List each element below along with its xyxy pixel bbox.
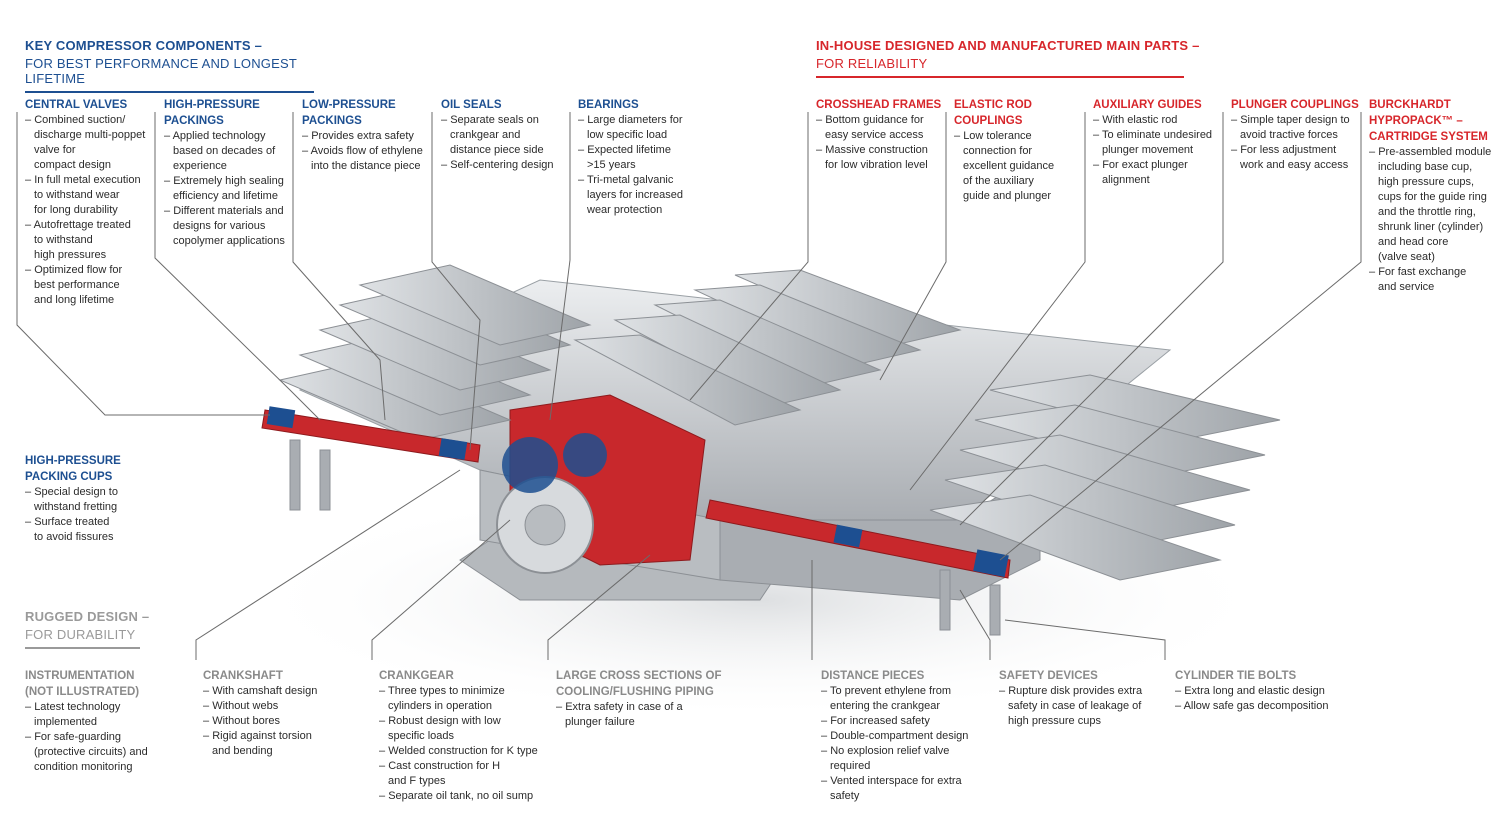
list-item: Without webs [203,699,368,714]
hp-packings-title: HIGH-PRESSURE PACKINGS [164,99,260,127]
list-item: With camshaft design [203,684,368,699]
aux-guides-title: AUXILIARY GUIDES [1093,99,1202,111]
distance-pieces-block: DISTANCE PIECES To prevent ethylene from… [821,668,991,804]
list-item: Welded construction for K type [379,744,549,759]
instrumentation-title: INSTRUMENTATION (NOT ILLUSTRATED) [25,670,140,698]
elastic-rod-block: ELASTIC ROD COUPLINGS Low tolerance conn… [954,97,1079,204]
list-item: Massive construction for low vibration l… [816,143,946,173]
list-item: Latest technology implemented [25,700,190,730]
tie-bolts-title: CYLINDER TIE BOLTS [1175,670,1297,682]
elastic-rod-title: ELASTIC ROD COUPLINGS [954,99,1032,127]
cross-sections-block: LARGE CROSS SECTIONS OF COOLING/FLUSHING… [556,668,731,730]
inhouse-title: IN-HOUSE DESIGNED AND MANUFACTURED MAIN … [816,38,1200,53]
hypropack-title: BURCKHARDT HYPROPACK™ – CARTRIDGE SYSTEM [1369,99,1488,143]
list-item: No explosion relief valve required [821,744,991,774]
list-item: For fast exchange and service [1369,265,1497,295]
list-item: For less adjustment work and easy access [1231,143,1361,173]
list-item: Allow safe gas decomposition [1175,699,1355,714]
list-item: Separate seals on crankgear and distance… [441,113,569,158]
list-item: Autofrettage treated to withstand high p… [25,218,153,263]
lp-packings-title: LOW-PRESSURE PACKINGS [302,99,396,127]
hypropack-block: BURCKHARDT HYPROPACK™ – CARTRIDGE SYSTEM… [1369,97,1497,295]
list-item: With elastic rod [1093,113,1223,128]
list-item: Applied technology based on decades of e… [164,129,294,174]
list-item: Double-compartment design [821,729,991,744]
central-valves-title: CENTRAL VALVES [25,99,128,111]
list-item: Three types to minimize cylinders in ope… [379,684,549,714]
list-item: In full metal execution to withstand wea… [25,173,153,218]
list-item: Provides extra safety [302,129,432,144]
list-item: Simple taper design to avoid tractive fo… [1231,113,1361,143]
list-item: Vented interspace for extra safety [821,774,991,804]
list-item: Extra safety in case of a plunger failur… [556,700,731,730]
list-item: Low tolerance connection for excellent g… [954,129,1079,204]
key-components-title: KEY COMPRESSOR COMPONENTS – [25,38,263,53]
instrumentation-block: INSTRUMENTATION (NOT ILLUSTRATED) Latest… [25,668,190,775]
list-item: For safe-guarding (protective circuits) … [25,730,190,775]
crankgear-block: CRANKGEAR Three types to minimize cylind… [379,668,549,804]
list-item: Extremely high sealing efficiency and li… [164,174,294,204]
list-item: Pre-assembled module including base cup,… [1369,145,1497,265]
hp-cups-block: HIGH-PRESSURE PACKING CUPS Special desig… [25,453,155,545]
key-components-header: KEY COMPRESSOR COMPONENTS – FOR BEST PER… [25,38,314,93]
safety-devices-block: SAFETY DEVICES Rupture disk provides ext… [999,668,1169,729]
list-item: To eliminate undesired plunger movement [1093,128,1223,158]
crosshead-housings [573,269,962,426]
lp-packings-block: LOW-PRESSURE PACKINGS Provides extra saf… [302,97,432,174]
hp-packings-block: HIGH-PRESSURE PACKINGS Applied technolog… [164,97,294,249]
list-item: Rupture disk provides extra safety in ca… [999,684,1169,729]
inhouse-subtitle: FOR RELIABILITY [816,56,1184,78]
left-plunger [261,409,481,463]
distance-pieces-title: DISTANCE PIECES [821,670,925,682]
hp-cups-title: HIGH-PRESSURE PACKING CUPS [25,455,121,483]
safety-devices-title: SAFETY DEVICES [999,670,1098,682]
cross-sections-title: LARGE CROSS SECTIONS OF COOLING/FLUSHING… [556,670,722,698]
list-item: Combined suction/ discharge multi-poppet… [25,113,153,173]
list-item: For increased safety [821,714,991,729]
list-item: Tri-metal galvanic layers for increased … [578,173,706,218]
rugged-header: RUGGED DESIGN – FOR DURABILITY [25,609,149,649]
list-item: Bottom guidance for easy service access [816,113,946,143]
crankshaft-title: CRANKSHAFT [203,670,283,682]
list-item: Cast construction for H and F types [379,759,549,789]
key-components-subtitle: FOR BEST PERFORMANCE AND LONGEST LIFETIM… [25,56,314,93]
list-item: Large diameters for low specific load [578,113,706,143]
list-item: Robust design with low specific loads [379,714,549,744]
list-item: Without bores [203,714,368,729]
tie-bolts-block: CYLINDER TIE BOLTS Extra long and elasti… [1175,668,1355,714]
crosshead-frames-block: CROSSHEAD FRAMES Bottom guidance for eas… [816,97,946,173]
bearings-title: BEARINGS [578,99,639,111]
plunger-couplings-title: PLUNGER COUPLINGS [1231,99,1359,111]
list-item: Expected lifetime >15 years [578,143,706,173]
list-item: Surface treated to avoid fissures [25,515,155,545]
plunger-couplings-block: PLUNGER COUPLINGS Simple taper design to… [1231,97,1361,173]
rugged-subtitle: FOR DURABILITY [25,627,140,649]
list-item: For exact plunger alignment [1093,158,1223,188]
list-item: To prevent ethylene from entering the cr… [821,684,991,714]
list-item: Special design to withstand fretting [25,485,155,515]
list-item: Extra long and elastic design [1175,684,1355,699]
rugged-title: RUGGED DESIGN – [25,609,150,624]
right-cylinders [929,374,1281,581]
inhouse-header: IN-HOUSE DESIGNED AND MANUFACTURED MAIN … [816,38,1200,78]
support-legs [289,439,1001,636]
crankshaft-block: CRANKSHAFT With camshaft design Without … [203,668,368,759]
aux-guides-block: AUXILIARY GUIDES With elastic rod To eli… [1093,97,1223,188]
bearing-blue [502,437,558,493]
oil-seals-block: OIL SEALS Separate seals on crankgear an… [441,97,569,173]
central-valves-block: CENTRAL VALVES Combined suction/ dischar… [25,97,153,308]
oil-seals-title: OIL SEALS [441,99,502,111]
list-item: Self-centering design [441,158,569,173]
bearings-block: BEARINGS Large diameters for low specifi… [578,97,706,218]
list-item: Optimized flow for best performance and … [25,263,153,308]
list-item: Rigid against torsion and bending [203,729,368,759]
list-item: Avoids flow of ethylene into the distanc… [302,144,432,174]
list-item: Different materials and designs for vari… [164,204,294,249]
left-cylinders [278,264,592,441]
list-item: Separate oil tank, no oil sump [379,789,549,804]
crosshead-frames-title: CROSSHEAD FRAMES [816,99,942,111]
crankgear-title: CRANKGEAR [379,670,454,682]
